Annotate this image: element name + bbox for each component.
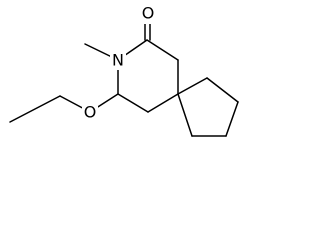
bond-carbonyl-c-to-ring-ch2 bbox=[146, 39, 179, 61]
atom-oxygen-ether-label: O bbox=[84, 103, 97, 122]
atom-label-layer: O N O bbox=[82, 4, 156, 122]
bond-cp-bottom-left-to-spiro bbox=[177, 93, 193, 137]
atom-oxygen-carbonyl: O bbox=[140, 4, 156, 24]
atom-oxygen-carbonyl-label: O bbox=[142, 4, 155, 23]
atom-oxygen-ether-bg bbox=[82, 102, 98, 122]
atom-oxygen-carbonyl-bg bbox=[140, 4, 156, 24]
bond-ring-ch2-lower-to-ch bbox=[117, 93, 149, 113]
chemical-structure-diagram: O N O bbox=[9, 4, 239, 137]
bond-layer bbox=[9, 11, 239, 137]
atom-oxygen-ether: O bbox=[82, 102, 98, 122]
atom-nitrogen-label: N bbox=[112, 51, 124, 70]
atom-nitrogen-bg bbox=[110, 50, 126, 70]
bond-spiro-to-ring-ch2-lower bbox=[147, 93, 179, 113]
bond-ethyl-ch2-to-ch3 bbox=[9, 95, 61, 123]
bond-cp-right-to-cp-bottom-right bbox=[225, 101, 239, 137]
bond-spiro-to-cp-top bbox=[177, 77, 208, 95]
atom-nitrogen: N bbox=[110, 50, 126, 70]
bond-cp-top-to-cp-right bbox=[206, 77, 239, 103]
